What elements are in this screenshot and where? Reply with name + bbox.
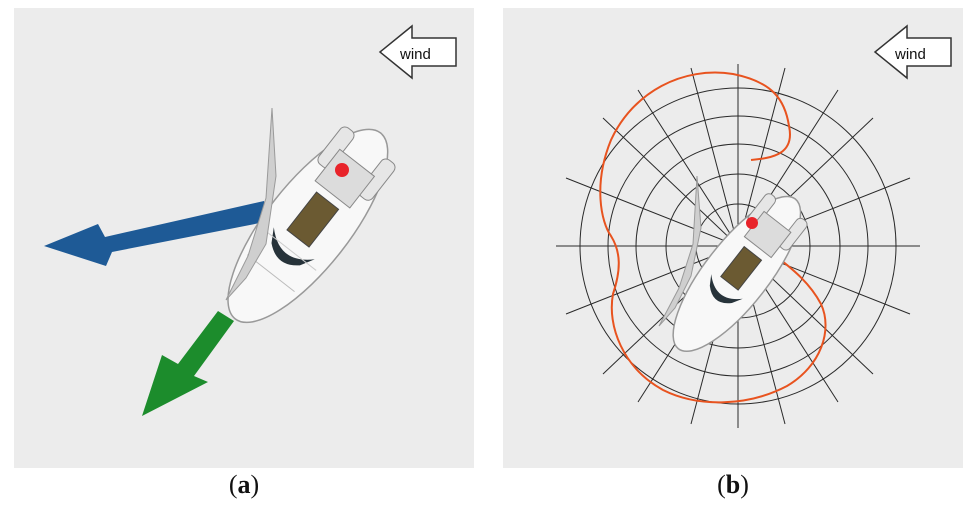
caption-a-letter: a <box>237 470 251 499</box>
sailboat-icon <box>672 193 808 353</box>
caption-a-open: ( <box>228 470 238 499</box>
caption-b-letter: b <box>725 470 741 499</box>
polar-curve <box>599 71 827 404</box>
wind-arrow-icon: wind <box>873 24 952 80</box>
boat-position-marker <box>746 217 758 229</box>
boat-position-marker <box>335 163 349 177</box>
caption-a-close: ) <box>250 470 260 499</box>
sailboat-icon <box>227 126 396 324</box>
caption-a: (a) <box>204 470 284 500</box>
panel-a-illustration: wind <box>44 24 457 416</box>
blue-force-arrow <box>44 201 270 266</box>
caption-b-close: ) <box>740 470 749 499</box>
caption-b: (b) <box>693 470 773 500</box>
wind-label: wind <box>894 46 926 63</box>
panel-a: wind <box>14 8 474 468</box>
sail-icon <box>658 175 702 327</box>
panel-b: wind <box>503 8 963 468</box>
green-force-arrow <box>142 311 234 416</box>
caption-b-open: ( <box>717 470 726 499</box>
panel-b-illustration: wind <box>556 24 952 428</box>
wind-arrow-icon: wind <box>378 24 457 80</box>
sail-icon <box>225 107 277 301</box>
wind-label: wind <box>399 46 431 63</box>
